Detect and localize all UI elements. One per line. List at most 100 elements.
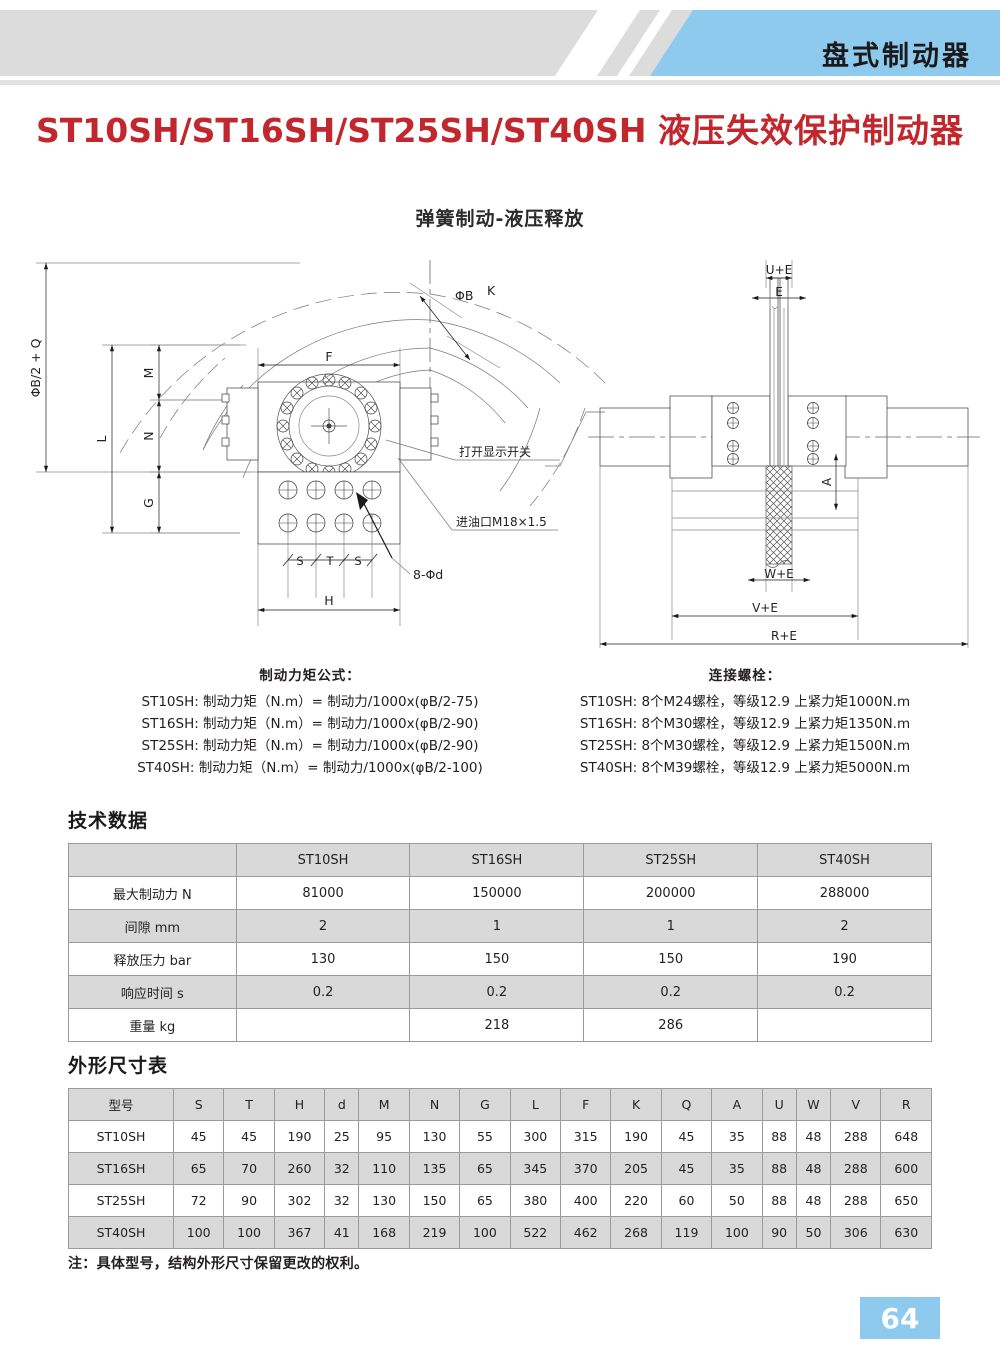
- dims-cell: 168: [358, 1216, 410, 1249]
- technical-data-heading: 技术数据: [68, 810, 149, 832]
- connecting-bolts-block: 连接螺栓： ST10SH: 8个M24螺栓，等级12.9 上紧力矩1000N.m…: [540, 665, 950, 779]
- tech-cell: 190: [757, 942, 932, 976]
- tech-row-label: 间隙 mm: [68, 909, 237, 943]
- dims-header-L: L: [509, 1088, 562, 1121]
- brake-torque-formula-block: 制动力矩公式： ST10SH: 制动力矩（N.m）= 制动力/1000x(φB/…: [95, 665, 525, 779]
- dims-header-S: S: [172, 1088, 225, 1121]
- dims-cell: 100: [223, 1216, 275, 1249]
- tech-cell: 286: [583, 1008, 759, 1042]
- dims-cell: 288: [830, 1184, 882, 1217]
- table-row: 最大制动力 N 81000 150000 200000 288000: [68, 876, 932, 910]
- dims-cell: 32: [324, 1152, 360, 1185]
- dims-cell: 462: [559, 1216, 612, 1249]
- table-row: ST16SH 65 70 260 32 110 135 65 345 370 2…: [68, 1152, 932, 1185]
- label-G: G: [141, 498, 156, 508]
- dims-cell: 522: [509, 1216, 562, 1249]
- label-A: A: [820, 477, 834, 486]
- dims-cell: 41: [324, 1216, 360, 1249]
- tech-cell: [235, 1008, 411, 1042]
- tech-cell: 0.2: [409, 975, 585, 1009]
- page-title: ST10SH/ST16SH/ST25SH/ST40SH 液压失效保护制动器: [0, 104, 1000, 152]
- label-K: K: [487, 283, 496, 298]
- tech-cell: 2: [757, 909, 932, 943]
- annotation-display-switch: 打开显示开关: [459, 445, 531, 459]
- tech-header-st40sh: ST40SH: [757, 843, 932, 877]
- dims-cell: 600: [880, 1152, 932, 1185]
- dims-cell: 302: [273, 1184, 326, 1217]
- table-row: 响应时间 s 0.2 0.2 0.2 0.2: [68, 975, 932, 1009]
- dims-cell: 50: [711, 1184, 763, 1217]
- table-row: ST10SH 45 45 190 25 95 130 55 300 315 19…: [68, 1120, 932, 1153]
- label-8phid: 8-Φd: [413, 567, 443, 582]
- connecting-bolts-row: ST40SH: 8个M39螺栓，等级12.9 上紧力矩5000N.m: [579, 760, 911, 776]
- dims-cell: 90: [761, 1216, 797, 1249]
- tech-cell: 130: [235, 942, 411, 976]
- dims-cell: 100: [711, 1216, 763, 1249]
- dims-header-Q: Q: [660, 1088, 713, 1121]
- brake-torque-formula-row: ST40SH: 制动力矩（N.m）= 制动力/1000x(φB/2-100): [137, 760, 483, 776]
- dims-cell: 95: [358, 1120, 410, 1153]
- dims-header-R: R: [880, 1088, 932, 1121]
- dims-cell: 65: [459, 1184, 511, 1217]
- dims-cell: 48: [795, 1152, 832, 1185]
- banner-graphic: [0, 10, 1000, 76]
- dims-cell: 345: [509, 1152, 562, 1185]
- dims-row-model: ST25SH: [68, 1184, 174, 1217]
- dims-row-model: ST40SH: [68, 1216, 174, 1249]
- table-header-row: ST10SH ST16SH ST25SH ST40SH: [68, 843, 932, 877]
- dims-cell: 648: [880, 1120, 932, 1153]
- tech-header-st16sh: ST16SH: [409, 843, 585, 877]
- dims-cell: 400: [559, 1184, 612, 1217]
- label-UplusE: U+E: [766, 263, 792, 277]
- tech-row-label: 重量 kg: [68, 1008, 237, 1042]
- dims-cell: 35: [711, 1120, 763, 1153]
- banner-stripe-2: [617, 10, 672, 76]
- dims-cell: 288: [830, 1120, 882, 1153]
- dims-cell: 25: [324, 1120, 360, 1153]
- dims-header-W: W: [795, 1088, 832, 1121]
- page-title-description: 液压失效保护制动器: [658, 111, 964, 150]
- dims-cell: 45: [223, 1120, 275, 1153]
- dims-cell: 60: [660, 1184, 713, 1217]
- dims-cell: 630: [880, 1216, 932, 1249]
- table-row: 间隙 mm 2 1 1 2: [68, 909, 932, 943]
- drawing-svg: ΦB/2 + Q L M N G ΦB K F H S T S 8-Φd 打开显…: [28, 260, 980, 648]
- dims-row-model: ST10SH: [68, 1120, 174, 1153]
- page-title-models: ST10SH/ST16SH/ST25SH/ST40SH: [36, 111, 647, 150]
- dims-cell: 70: [223, 1152, 275, 1185]
- annotation-oil-inlet: 进油口M18×1.5: [456, 515, 547, 529]
- tech-cell: 81000: [235, 876, 411, 910]
- brake-torque-formula-row: ST25SH: 制动力矩（N.m）= 制动力/1000x(φB/2-90): [141, 738, 479, 754]
- technical-data-table: ST10SH ST16SH ST25SH ST40SH 最大制动力 N 8100…: [68, 843, 932, 1042]
- dims-cell: 88: [761, 1184, 797, 1217]
- tech-cell: 2: [235, 909, 411, 943]
- label-WplusE: W+E: [764, 567, 794, 581]
- page-number-badge: 64: [860, 1297, 940, 1339]
- dims-cell: 315: [559, 1120, 612, 1153]
- dims-cell: 650: [880, 1184, 932, 1217]
- dims-header-A: A: [711, 1088, 763, 1121]
- dims-cell: 370: [559, 1152, 612, 1185]
- connecting-bolts-row: ST25SH: 8个M30螺栓，等级12.9 上紧力矩1500N.m: [579, 738, 911, 754]
- dimensions-table-heading: 外形尺寸表: [68, 1055, 169, 1077]
- dims-header-G: G: [459, 1088, 511, 1121]
- dims-cell: 100: [172, 1216, 225, 1249]
- dims-header-V: V: [830, 1088, 882, 1121]
- table-row: 重量 kg 218 286: [68, 1008, 932, 1042]
- tech-cell: 0.2: [583, 975, 759, 1009]
- dims-cell: 220: [610, 1184, 662, 1217]
- connecting-bolts-heading: 连接螺栓：: [708, 668, 782, 684]
- tech-cell: 150000: [409, 876, 585, 910]
- dims-cell: 219: [408, 1216, 461, 1249]
- dims-cell: 32: [324, 1184, 360, 1217]
- label-M: M: [141, 368, 156, 379]
- left-elevation-view: [36, 260, 611, 626]
- dims-cell: 65: [459, 1152, 511, 1185]
- tech-cell: 0.2: [235, 975, 411, 1009]
- dims-header-N: N: [408, 1088, 461, 1121]
- tech-row-label: 释放压力 bar: [68, 942, 237, 976]
- dims-header-M: M: [358, 1088, 410, 1121]
- dims-cell: 45: [660, 1120, 713, 1153]
- dims-cell: 367: [273, 1216, 326, 1249]
- tech-cell: 150: [409, 942, 585, 976]
